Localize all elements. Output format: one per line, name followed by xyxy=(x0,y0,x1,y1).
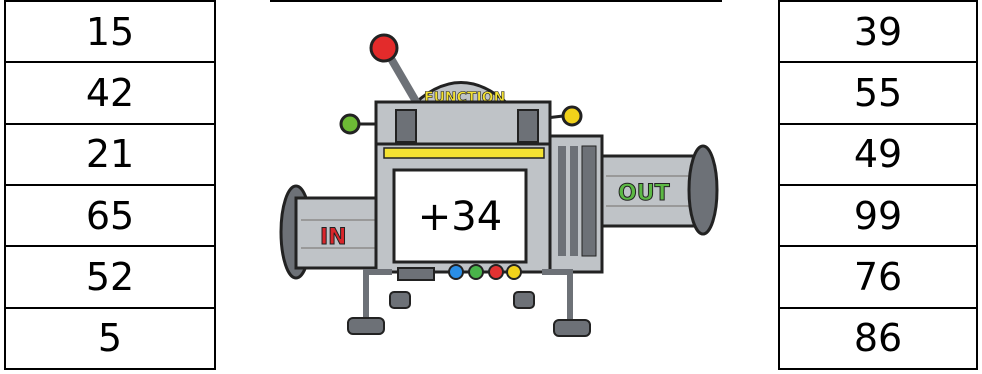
lever xyxy=(371,35,421,110)
output-cell-6: 86 xyxy=(780,309,976,368)
yellow-light-icon xyxy=(507,265,521,279)
machine-legs xyxy=(348,272,590,336)
output-cell-4: 99 xyxy=(780,186,976,247)
green-knob-icon xyxy=(341,115,359,133)
function-machine-illustration: IN OUT FUNCTION xyxy=(216,0,778,370)
output-cell-5: 76 xyxy=(780,247,976,308)
red-knob-icon xyxy=(371,35,397,61)
output-cell-2: 55 xyxy=(780,63,976,124)
input-cell-5: 52 xyxy=(6,247,214,308)
green-light-icon xyxy=(469,265,483,279)
input-cell-1: 15 xyxy=(6,2,214,63)
input-cell-6: 5 xyxy=(6,309,214,368)
output-column: 39 55 49 99 76 86 xyxy=(778,0,978,370)
blue-light-icon xyxy=(449,265,463,279)
function-rule: +34 xyxy=(418,194,502,240)
input-cell-4: 65 xyxy=(6,186,214,247)
function-machine: IN OUT FUNCTION xyxy=(216,0,778,370)
red-light-icon xyxy=(489,265,503,279)
output-pipe: OUT xyxy=(602,146,717,234)
in-label: IN xyxy=(320,225,347,250)
input-cell-2: 42 xyxy=(6,63,214,124)
input-cell-3: 21 xyxy=(6,125,214,186)
rule-screen: +34 xyxy=(394,170,526,262)
input-column: 15 42 21 65 52 5 xyxy=(4,0,216,370)
out-label: OUT xyxy=(618,181,670,206)
output-cell-1: 39 xyxy=(780,2,976,63)
output-cell-3: 49 xyxy=(780,125,976,186)
yellow-knob-icon xyxy=(563,107,581,125)
